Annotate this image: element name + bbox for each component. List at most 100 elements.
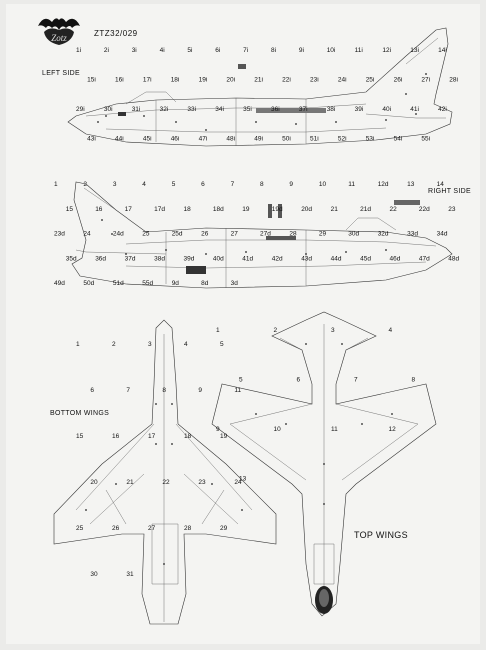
- right-side-callout: 25: [142, 231, 150, 238]
- bottom-wings-callout: 5: [220, 341, 224, 348]
- right-side-callout: 41d: [242, 255, 253, 262]
- right-side-callout: 19d: [272, 206, 283, 213]
- top-wings-callout: 8: [412, 377, 416, 384]
- left-side-callout: 24i: [338, 77, 347, 84]
- right-side-callout: 48d: [448, 255, 459, 262]
- bottom-wings-callout: 3: [148, 341, 152, 348]
- bottom-wings-label: BOTTOM WINGS: [50, 410, 110, 417]
- left-side-callout: 12i: [382, 47, 391, 54]
- left-side-callout: 55i: [421, 136, 430, 143]
- bottom-wings-callout: 22: [162, 479, 170, 486]
- right-side-callout: 33d: [407, 231, 418, 238]
- right-side-callout: 11: [348, 181, 355, 188]
- top-wings-label: TOP WINGS: [354, 530, 408, 540]
- left-side-callout: 50i: [282, 136, 291, 143]
- right-side-callout: 3: [113, 181, 117, 188]
- left-side-callout: 7i: [243, 47, 248, 54]
- top-wings-callout: 11: [331, 426, 338, 433]
- right-side-callout: 28: [289, 231, 297, 238]
- bottom-wings-callout: 31: [126, 571, 134, 578]
- left-side-callout: 46i: [171, 136, 180, 143]
- right-side-callout: 18: [184, 206, 192, 213]
- bottom-wings-callout: 17: [148, 433, 156, 440]
- left-side-callout: 3i: [132, 47, 137, 54]
- right-side-callout: 42d: [272, 255, 283, 262]
- right-side-callout: 26: [201, 231, 209, 238]
- bottom-wings-callout: 6: [90, 387, 94, 394]
- left-side-callout: 44i: [115, 136, 124, 143]
- bottom-wings-callout: 2: [112, 341, 116, 348]
- left-side-callout: 32i: [160, 106, 169, 113]
- left-side-callout: 36i: [271, 106, 280, 113]
- left-side-callout: 8i: [271, 47, 276, 54]
- left-side-callout: 29i: [76, 106, 85, 113]
- right-side-callout: 43d: [301, 255, 312, 262]
- left-side-callout: 54i: [394, 136, 403, 143]
- right-side-callout: 1: [54, 181, 58, 188]
- left-side-callout: 9i: [299, 47, 304, 54]
- left-side-callout: 42i: [438, 106, 447, 113]
- bottom-wings-callout: 28: [184, 525, 192, 532]
- right-side-callout: 49d: [54, 280, 65, 287]
- left-side-callout: 21i: [254, 77, 263, 84]
- right-side-callout: 15: [66, 206, 74, 213]
- placement-dots: [85, 73, 427, 565]
- bottom-wings-callout: 24: [234, 479, 242, 486]
- left-side-callout: 5i: [187, 47, 192, 54]
- left-side-callout: 1i: [76, 47, 81, 54]
- bottom-wings-callout: 1: [76, 341, 80, 348]
- top-wings-callout: 12: [389, 426, 397, 433]
- right-side-callout: 5: [172, 181, 176, 188]
- right-side-callout: 6: [201, 181, 205, 188]
- left-side-callout: 45i: [143, 136, 152, 143]
- bottom-wings-callout: 26: [112, 525, 120, 532]
- right-side-callout: 40d: [213, 255, 224, 262]
- top-wings-callout: 10: [274, 426, 282, 433]
- right-side-callout: 47d: [419, 255, 430, 262]
- decal-sheet: Zotz ZTZ32/029 LEFT SIDE RIGHT SIDE BOTT…: [6, 4, 480, 644]
- left-side-callout: 26i: [394, 77, 403, 84]
- right-side-callout: 9: [289, 181, 293, 188]
- right-side-callout: 24d: [113, 231, 124, 238]
- left-side-callout: 52i: [338, 136, 347, 143]
- left-side-callout: 15i: [87, 77, 96, 84]
- bottom-wings-plan: [53, 319, 277, 625]
- left-side-profile: [67, 27, 453, 147]
- right-side-callout: 38d: [154, 255, 165, 262]
- bottom-wings-callout: 27: [148, 525, 156, 532]
- left-side-callout: 34i: [215, 106, 224, 113]
- right-side-callout: 13: [407, 181, 415, 188]
- left-side-callout: 27i: [421, 77, 430, 84]
- top-wings-plan: [211, 311, 437, 617]
- right-side-callout: 27d: [260, 231, 271, 238]
- right-side-callout: 30d: [348, 231, 359, 238]
- right-side-callout: 21d: [360, 206, 371, 213]
- left-side-callout: 25i: [366, 77, 375, 84]
- zotz-logo: Zotz: [38, 18, 80, 45]
- left-side-callout: 49i: [254, 136, 263, 143]
- left-side-callout: 37i: [299, 106, 308, 113]
- bottom-wings-callout: 9: [198, 387, 202, 394]
- right-side-callout: 19: [242, 206, 250, 213]
- right-side-callout: 37d: [125, 255, 136, 262]
- right-side-callout: 10: [319, 181, 327, 188]
- right-side-callout: 44d: [331, 255, 342, 262]
- bottom-wings-callout: 18: [184, 433, 192, 440]
- right-side-profile: [71, 181, 453, 289]
- right-side-callout: 18d: [213, 206, 224, 213]
- bottom-wings-callout: 11: [234, 387, 241, 394]
- right-side-callout: 7: [231, 181, 235, 188]
- right-side-callout: 23d: [54, 231, 65, 238]
- left-side-callout: 28i: [449, 77, 458, 84]
- right-side-callout: 20d: [301, 206, 312, 213]
- right-side-callout: 2: [83, 181, 87, 188]
- left-side-callout: 11i: [355, 47, 363, 54]
- left-side-callout: 19i: [199, 77, 208, 84]
- top-wings-callout: 7: [354, 377, 358, 384]
- left-side-callout: 6i: [215, 47, 220, 54]
- right-side-callout: 9d: [172, 280, 180, 287]
- right-side-callout: 34d: [437, 231, 448, 238]
- bottom-wings-callout: 21: [126, 479, 134, 486]
- right-side-callout: 51d: [113, 280, 124, 287]
